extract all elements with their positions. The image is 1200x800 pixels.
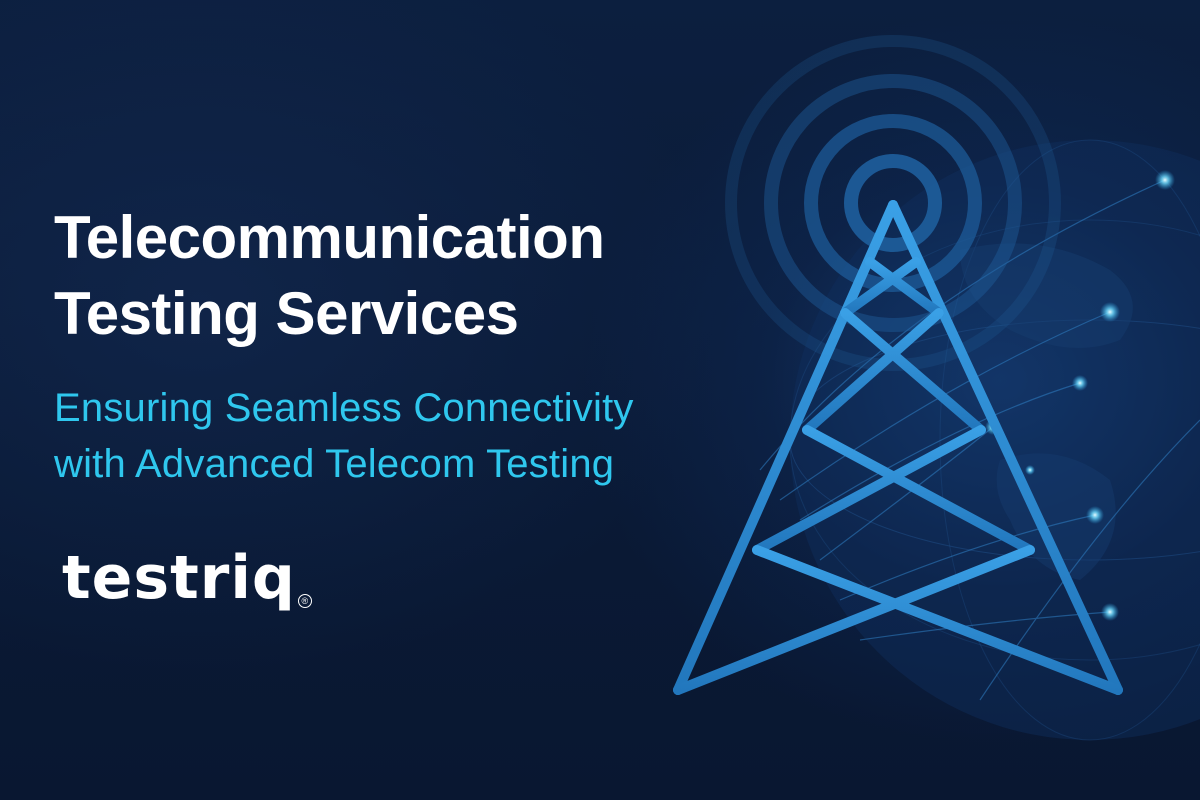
registered-mark: ® bbox=[297, 594, 312, 608]
signal-waves-icon bbox=[725, 35, 1061, 371]
subtitle: Ensuring Seamless Connectivity with Adva… bbox=[54, 380, 634, 492]
page-title: Telecommunication Testing Services bbox=[54, 200, 605, 352]
brand-logo-wordmark: testriq bbox=[62, 543, 296, 613]
subtitle-line-1: Ensuring Seamless Connectivity bbox=[54, 386, 634, 430]
globe-icon bbox=[789, 139, 1200, 741]
headline-line-2: Testing Services bbox=[54, 280, 519, 347]
headline-line-1: Telecommunication bbox=[54, 204, 605, 271]
cell-tower-icon bbox=[673, 190, 1123, 695]
subtitle-line-2: with Advanced Telecom Testing bbox=[54, 442, 615, 486]
brand-logo: testriq ® bbox=[62, 542, 312, 614]
